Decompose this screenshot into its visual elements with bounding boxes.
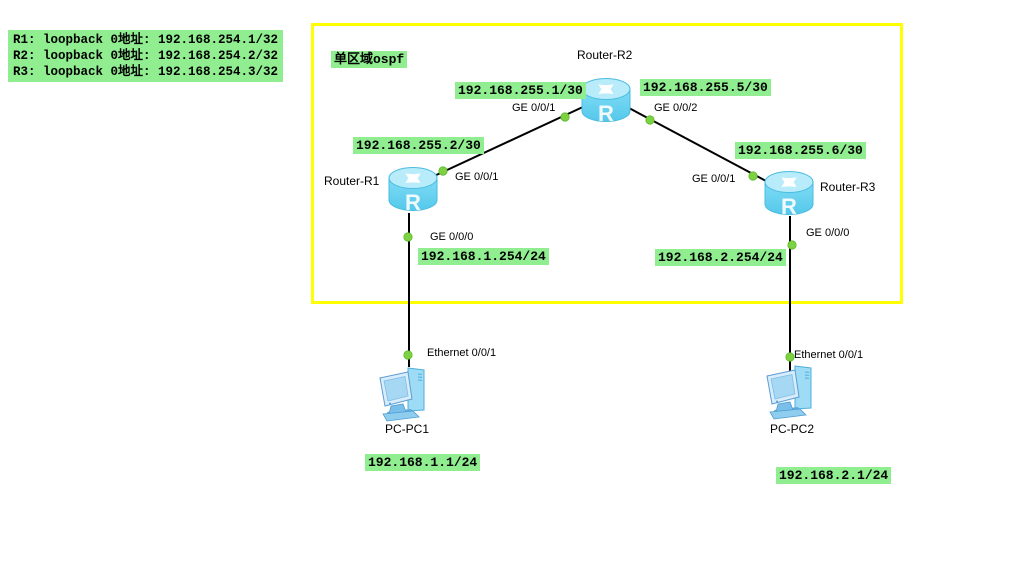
router-icon-r3[interactable]: R — [758, 168, 820, 218]
port-dot-r3-ge000 — [787, 240, 797, 250]
router-icon-r2[interactable]: R — [575, 75, 637, 125]
pc-power-button — [389, 402, 391, 405]
legend-line-r1: R1: loopback 0地址: 192.168.254.1/32 — [13, 33, 279, 47]
device-label-router-r2: Router-R2 — [577, 48, 633, 62]
ip-label-r1-ge001: 192.168.255.2/30 — [353, 137, 484, 154]
port-dot-r2-ge001 — [560, 112, 570, 122]
ip-label-pc1: 192.168.1.1/24 — [365, 454, 481, 471]
legend-line-r2: R2: loopback 0地址: 192.168.254.2/32 — [13, 49, 279, 63]
router-glyph: R — [405, 190, 421, 214]
port-dot-r3-ge001 — [748, 171, 758, 181]
ospf-area-rectangle — [311, 23, 903, 304]
port-status-dots — [403, 112, 797, 362]
port-label-r2-ge001: GE 0/0/1 — [512, 102, 556, 114]
port-dot-r1-ge000 — [403, 232, 413, 242]
port-label-r2-ge002: GE 0/0/2 — [654, 102, 698, 114]
legend-line-r3: R3: loopback 0地址: 192.168.254.3/32 — [13, 65, 279, 79]
pc-base — [382, 410, 420, 422]
port-dot-pc2-eth — [785, 352, 795, 362]
router-icon-r1[interactable]: R — [382, 164, 444, 214]
router-glyph: R — [781, 194, 797, 218]
ip-label-r2-ge002: 192.168.255.5/30 — [640, 79, 771, 96]
pc-screen — [383, 376, 409, 402]
port-label-r1-ge000: GE 0/0/0 — [430, 231, 474, 243]
link-r1-r2[interactable] — [431, 105, 586, 178]
pc-icon-pc1[interactable] — [375, 365, 437, 423]
port-dot-r2-ge002 — [645, 115, 655, 125]
device-label-pc-pc1: PC-PC1 — [385, 422, 430, 436]
pc-tower-vents — [804, 371, 810, 379]
device-label-pc-pc2: PC-PC2 — [770, 422, 815, 436]
port-label-pc1-ethernet: Ethernet 0/0/1 — [427, 347, 497, 359]
port-label-r3-ge001: GE 0/0/1 — [692, 173, 736, 185]
port-dot-pc1-eth — [403, 350, 413, 360]
ospf-area-label: 单区域ospf — [331, 51, 408, 68]
pc-icon-pc2[interactable] — [762, 363, 824, 421]
pc-power-button — [776, 400, 778, 403]
ip-label-r2-ge001: 192.168.255.1/30 — [455, 82, 586, 99]
loopback-legend: R1: loopback 0地址: 192.168.254.1/32 R2: l… — [8, 30, 284, 82]
pc-screen — [770, 374, 796, 400]
port-label-pc2-ethernet: Ethernet 0/0/1 — [794, 349, 864, 361]
port-label-r3-ge000: GE 0/0/0 — [806, 227, 850, 239]
ip-label-pc2: 192.168.2.1/24 — [776, 467, 892, 484]
port-label-r1-ge001: GE 0/0/1 — [455, 171, 499, 183]
device-label-router-r1: Router-R1 — [324, 174, 380, 188]
port-dot-r1-ge001 — [438, 166, 448, 176]
ip-label-r3-ge000: 192.168.2.254/24 — [655, 249, 786, 266]
router-arrows-icon — [598, 84, 614, 94]
ip-label-r1-ge000: 192.168.1.254/24 — [418, 248, 549, 265]
device-label-router-r3: Router-R3 — [820, 180, 876, 194]
ip-label-r3-ge001: 192.168.255.6/30 — [735, 142, 866, 159]
pc-tower-vents — [417, 373, 423, 381]
router-glyph: R — [598, 101, 614, 125]
pc-base — [769, 408, 807, 420]
router-arrows-icon — [781, 177, 797, 187]
router-arrows-icon — [405, 173, 421, 183]
